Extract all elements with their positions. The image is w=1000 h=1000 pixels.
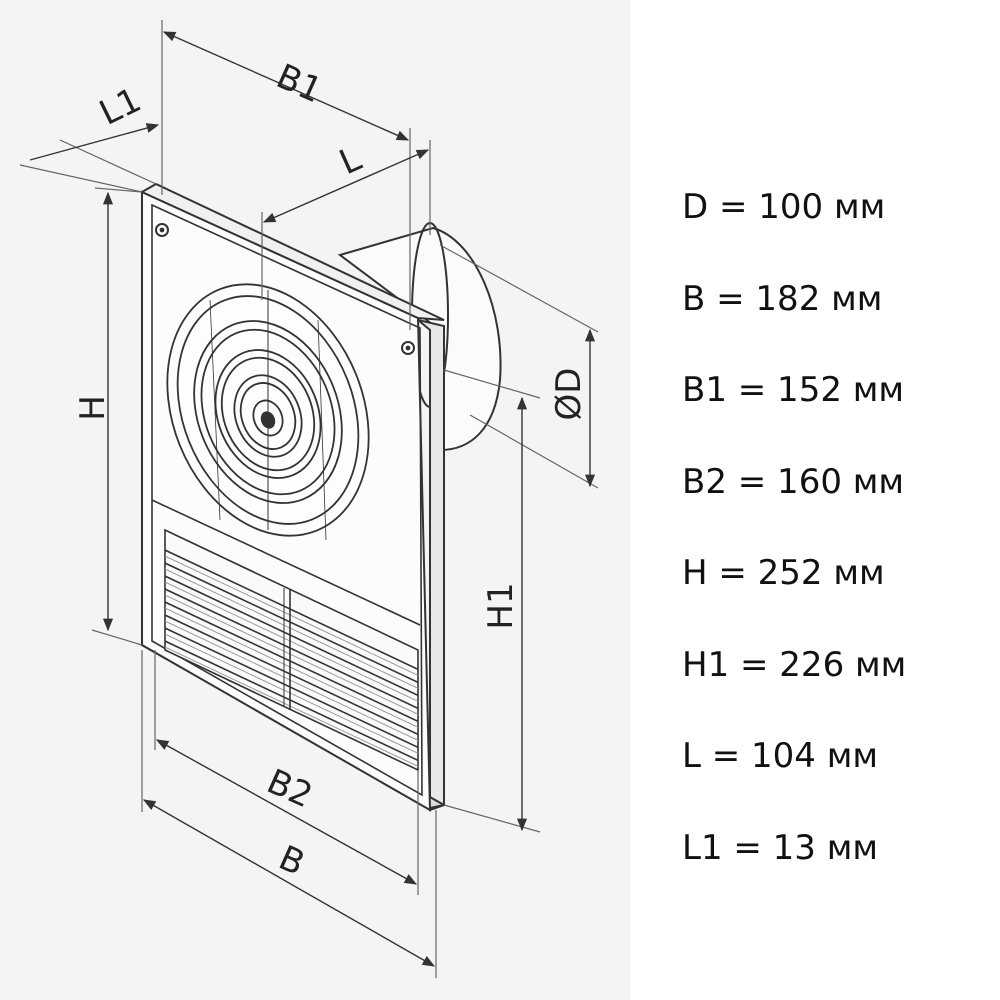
label-h: H (73, 395, 113, 421)
spec-d: D = 100 мм (682, 187, 886, 227)
label-b1: B1 (271, 56, 328, 111)
label-h1: H1 (481, 582, 521, 629)
dimension-lines (29, 31, 596, 967)
extension-lines (19, 20, 599, 978)
label-l: L (334, 139, 368, 183)
fan-diffuser (166, 283, 370, 541)
louvre-grille (164, 528, 419, 772)
label-l1: L1 (93, 80, 147, 134)
specifications-list: D = 100 мм B = 182 мм B1 = 152 мм B2 = 1… (682, 184, 906, 916)
spec-h1: H1 = 226 мм (682, 644, 907, 685)
label-d: ØD (549, 368, 589, 421)
spec-l1: L1 = 13 мм (682, 827, 879, 868)
dim-line-l (262, 149, 430, 223)
spec-b2: B2 = 160 мм (682, 461, 905, 502)
spec-h: H = 252 мм (682, 553, 885, 593)
spec-l: L = 104 мм (682, 736, 879, 776)
label-b2: B2 (261, 761, 318, 816)
dim-line-b1 (162, 31, 410, 141)
dim-line-b (142, 799, 436, 967)
spec-b1: B1 = 152 мм (682, 370, 905, 410)
dim-line-l1 (29, 123, 160, 161)
fan-dimension-diagram: B1 L1 L H ØD H1 B2 B (19, 20, 599, 978)
spec-b: B = 182 мм (682, 278, 883, 319)
technical-drawing: B1 L1 L H ØD H1 B2 B (0, 0, 630, 1000)
